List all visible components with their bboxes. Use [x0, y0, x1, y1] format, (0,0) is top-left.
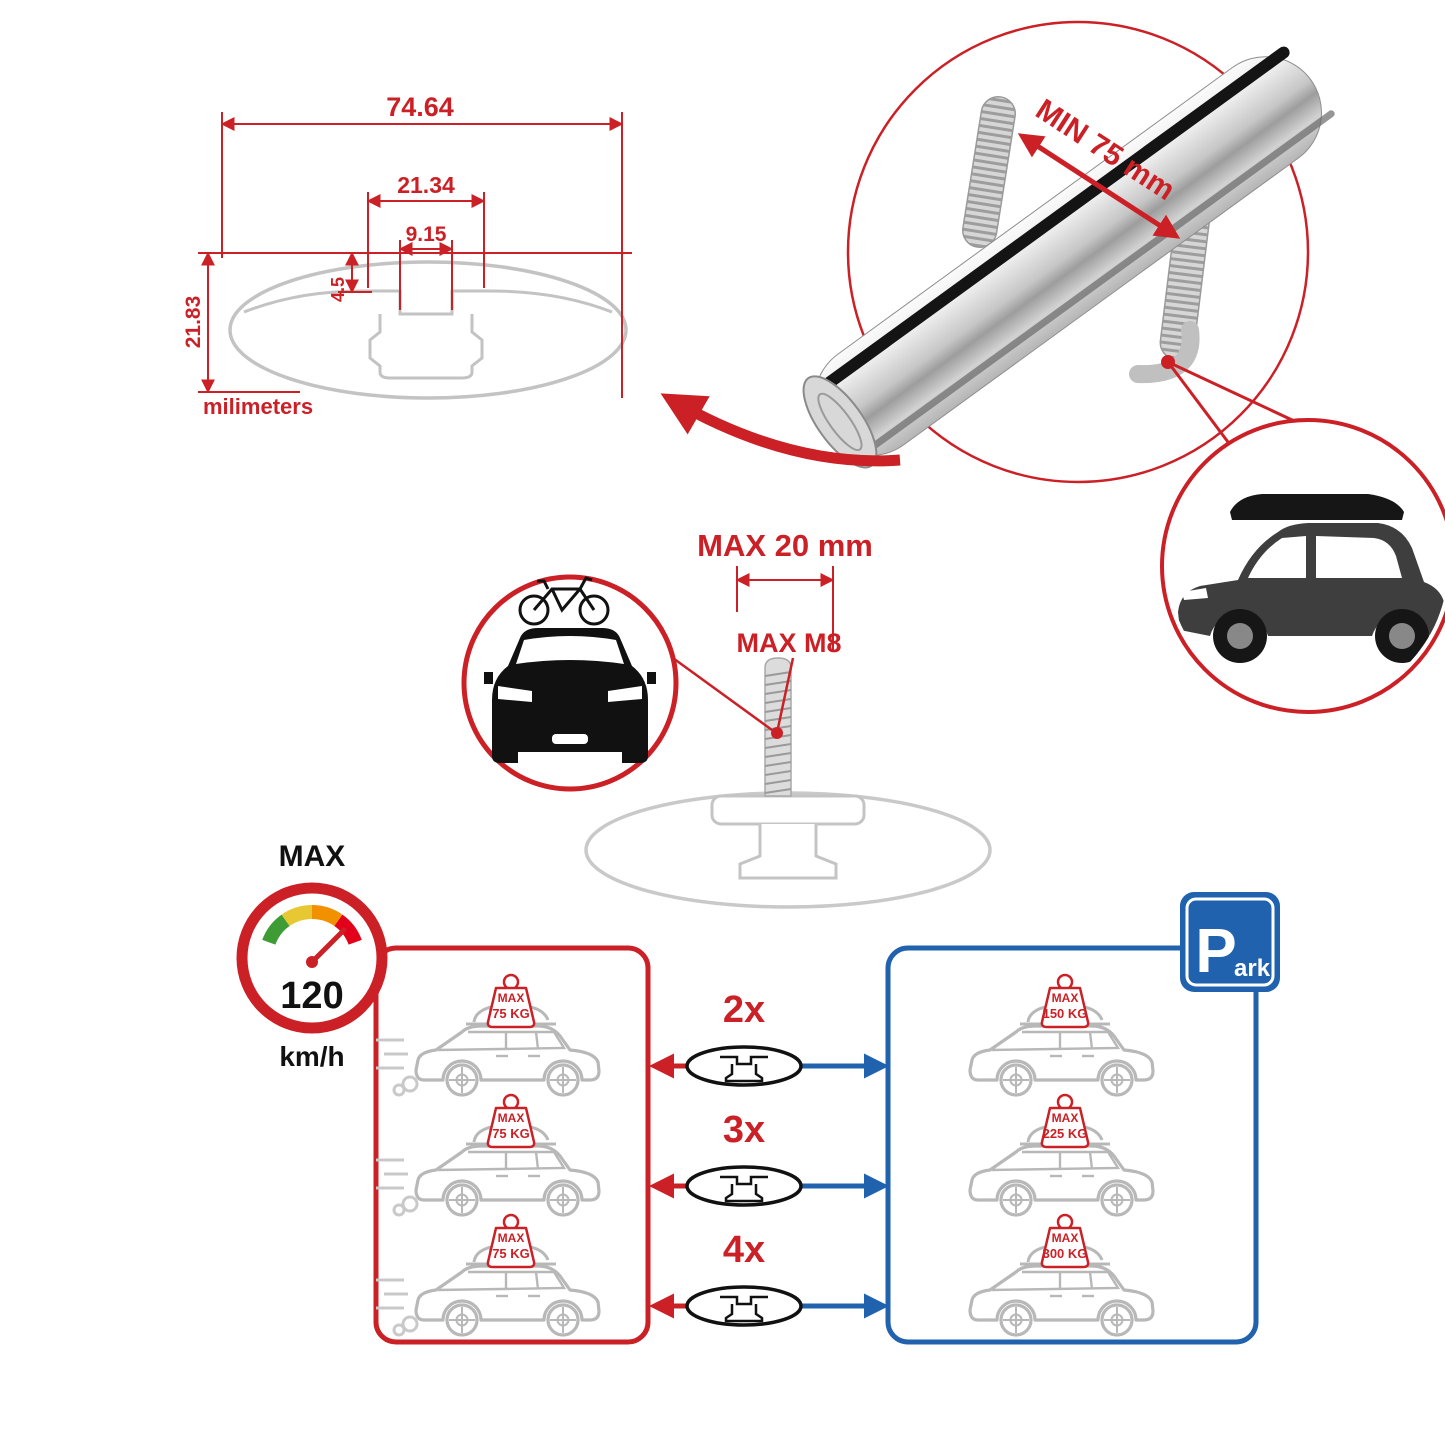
- min-clamp-arrow: [1017, 133, 1181, 239]
- dim-slot-depth-label: 4.5: [328, 277, 348, 302]
- bolt-length-diagram: MAX 20 mm MAX M8: [461, 528, 992, 909]
- bar-count-rows: 2x 3x 4x: [649, 989, 889, 1327]
- parking-letter: P: [1195, 917, 1236, 986]
- dim-unit-label: milimeters: [203, 394, 313, 419]
- clamp-straps: [962, 95, 1211, 384]
- gauge-needle: [309, 927, 347, 965]
- dim-mid-width-label: 21.34: [397, 172, 455, 198]
- t-slot-body: [368, 314, 484, 380]
- dim-total-width-label: 74.64: [386, 92, 454, 122]
- crossbar-dimension-diagram: 74.64 21.34 9.15 4.5 21.83 milimeters: [182, 92, 632, 419]
- load-left-2-weight: 75 KG: [492, 1126, 530, 1141]
- speed-unit: km/h: [279, 1041, 344, 1072]
- parked-cars: MAX 150 KG MAX 225 KG MAX 300 KG: [968, 973, 1155, 1337]
- count-row1: 2x: [723, 989, 765, 1031]
- load-right-2-label: MAX: [1052, 1111, 1079, 1125]
- count-row3: 4x: [723, 1229, 765, 1271]
- car-front-with-bike-icon: [484, 576, 656, 763]
- load-right-2-weight: 225 KG: [1043, 1126, 1088, 1141]
- bolt-callout-dot: [771, 727, 783, 739]
- load-left-2-label: MAX: [498, 1111, 525, 1125]
- t-slot-groove: [368, 289, 484, 316]
- load-right-1-label: MAX: [1052, 991, 1079, 1005]
- load-comparison: MAX 120 km/h P ark 2x 3x: [236, 840, 1280, 1345]
- dimension-lines: [198, 112, 632, 398]
- t-nut: [738, 824, 838, 880]
- load-right-3-label: MAX: [1052, 1231, 1079, 1245]
- load-left-1-weight: 75 KG: [492, 1006, 530, 1021]
- speed-title: MAX: [279, 840, 346, 873]
- crossbar-photo-callout: MIN 75 mm: [660, 20, 1445, 714]
- dim-slot-width-label: 9.15: [406, 223, 447, 246]
- crossbar-profile-outline: [228, 260, 628, 400]
- speed-value: 120: [280, 975, 343, 1017]
- speed-limit-gauge: MAX 120 km/h: [236, 840, 388, 1072]
- parking-suffix: ark: [1234, 955, 1271, 982]
- load-right-3-weight: 300 KG: [1043, 1246, 1088, 1261]
- bolt-max-length-label: MAX 20 mm: [697, 528, 873, 563]
- bolt-max-thread-label: MAX M8: [736, 628, 841, 658]
- profile-pointer-arrow: [660, 393, 901, 467]
- suv-with-roofbox-icon: [1178, 494, 1445, 663]
- load-left-3-label: MAX: [498, 1231, 525, 1245]
- dim-total-height-label: 21.83: [182, 296, 205, 349]
- driving-cars: MAX 75 KG MAX 75 KG MAX 75 KG: [374, 973, 601, 1337]
- count-row2: 3x: [723, 1109, 765, 1151]
- load-left-3-weight: 75 KG: [492, 1246, 530, 1261]
- load-left-1-label: MAX: [498, 991, 525, 1005]
- parking-sign: P ark: [1180, 892, 1280, 992]
- load-right-1-weight: 150 KG: [1043, 1006, 1088, 1021]
